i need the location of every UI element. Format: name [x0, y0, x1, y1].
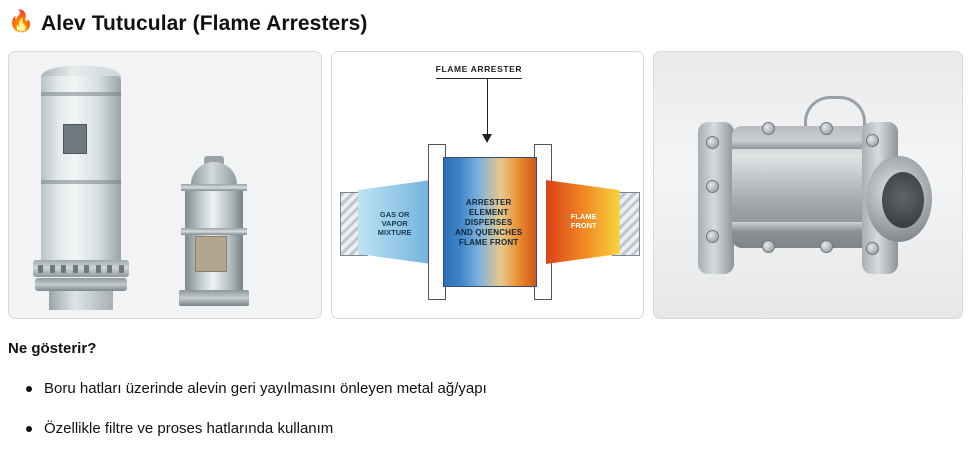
arrester-element: [442, 157, 537, 287]
diagram-leader-stem: [486, 78, 488, 136]
outlet-bore: [882, 172, 925, 228]
feature-list: Boru hatları üzerinde alevin geri yayılm…: [8, 378, 944, 458]
page-title: Alev Tutucular (Flame Arresters): [41, 12, 368, 35]
page-header: 🔥 Alev Tutucular (Flame Arresters): [0, 0, 979, 38]
flame-front-region: [545, 180, 620, 264]
diagram-leader-line: [435, 78, 522, 79]
flame-icon: 🔥: [8, 10, 35, 33]
gallery-item-arrester-photo: [653, 51, 964, 319]
gas-mixture-region: [357, 180, 432, 264]
diagram-top-label: FLAME ARRESTER: [435, 64, 523, 74]
diagram-arrow-head: [481, 134, 492, 143]
lifting-handle: [804, 96, 867, 131]
list-item: Boru hatları üzerinde alevin geri yayılm…: [26, 378, 944, 400]
large-vessel-illustration: [33, 62, 131, 310]
small-vessel-illustration: [171, 156, 257, 312]
section-heading: Ne gösterir?: [8, 340, 97, 357]
list-item: Özellikle filtre ve proses hatlarında ku…: [26, 418, 944, 440]
gallery-item-vessels: [8, 51, 322, 319]
